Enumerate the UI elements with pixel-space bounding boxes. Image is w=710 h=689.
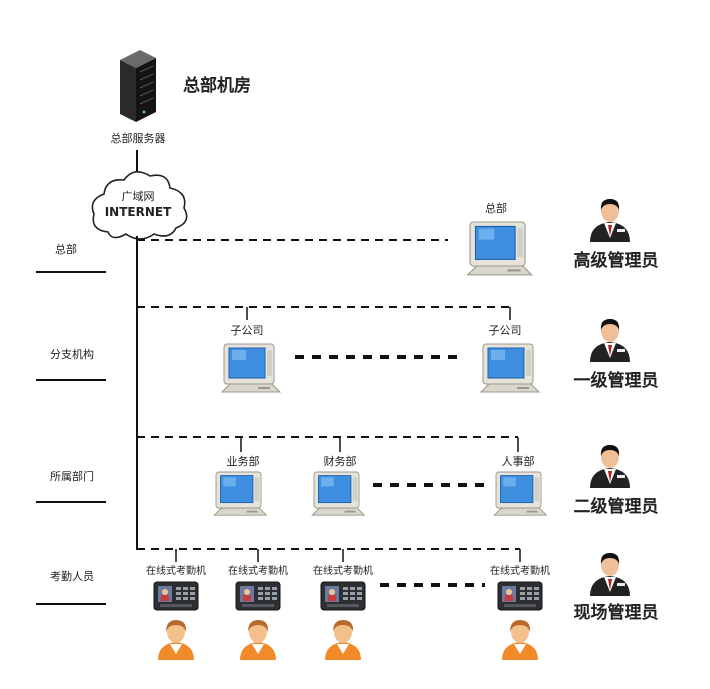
person-icon: [240, 620, 276, 660]
attendance-terminal-icon: [320, 581, 366, 611]
node-label-term4: 在线式考勤机: [490, 564, 550, 577]
server-icon: [120, 50, 156, 122]
attendance-terminal-icon: [235, 581, 281, 611]
admin-label-senior: 高级管理员: [574, 250, 659, 271]
monitor-icon: [221, 343, 281, 393]
level-label-hq: 总部: [55, 242, 77, 256]
drop-lines: [175, 307, 521, 562]
monitor-icon: [493, 471, 547, 516]
admin-label-onsite: 现场管理员: [574, 602, 659, 623]
hq-room-title: 总部机房: [183, 75, 251, 96]
admin-label-level1: 一级管理员: [574, 370, 659, 391]
node-label-dept3: 人事部: [502, 454, 535, 468]
attendance-terminal-icon: [497, 581, 543, 611]
monitor-icon: [480, 343, 540, 393]
person-icon: [325, 620, 361, 660]
cloud-label-wan: 广域网: [122, 190, 155, 203]
admin-icon: [590, 199, 630, 242]
cloud-label-internet: INTERNET: [105, 205, 172, 219]
admin-icon: [590, 445, 630, 488]
node-label-term1: 在线式考勤机: [146, 564, 206, 577]
level-label-branch: 分支机构: [50, 347, 94, 361]
node-label-sub2: 子公司: [489, 324, 522, 337]
level-labels: 总部 分支机构 所属部门 考勤人员: [36, 242, 106, 605]
node-label-dept1: 业务部: [227, 454, 260, 468]
node-label-term2: 在线式考勤机: [228, 564, 288, 577]
admin-icon: [590, 319, 630, 362]
monitor-icon: [467, 221, 533, 276]
cloud-icon: [91, 171, 188, 240]
dashed-buses: [137, 239, 520, 550]
monitor-icon: [213, 471, 267, 516]
person-icon: [158, 620, 194, 660]
node-label-sub1: 子公司: [231, 324, 264, 337]
server-label: 总部服务器: [111, 131, 166, 145]
attendance-terminal-icon: [153, 581, 199, 611]
level-label-dept: 所属部门: [50, 469, 94, 483]
node-label-term3: 在线式考勤机: [313, 564, 373, 577]
node-label-hq: 总部: [485, 201, 507, 215]
person-icon: [502, 620, 538, 660]
monitor-icon: [311, 471, 365, 516]
admin-icon: [590, 553, 630, 596]
admin-label-level2: 二级管理员: [574, 496, 659, 517]
continuation-dashes: [295, 355, 485, 587]
level-label-staff: 考勤人员: [50, 570, 94, 583]
node-label-dept2: 财务部: [324, 454, 357, 468]
